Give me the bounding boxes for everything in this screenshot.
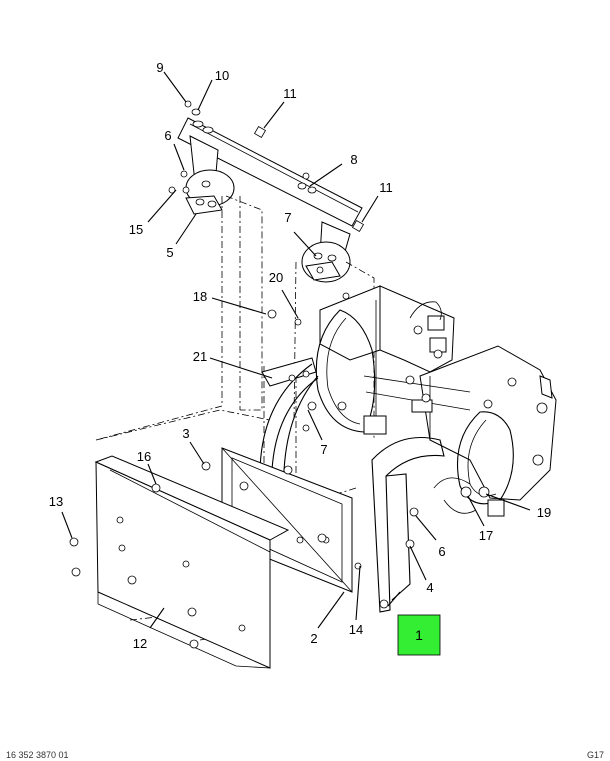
callout-5: 5 xyxy=(166,245,173,260)
callout-8: 8 xyxy=(350,152,357,167)
side-bracket-part-1 xyxy=(371,436,477,613)
callout-1-highlight-box xyxy=(397,614,441,656)
large-panel-part-12 xyxy=(94,455,290,669)
callout-labels: 1 2 3 4 5 6 6 7 7 8 9 10 11 11 12 13 14 … xyxy=(49,60,551,656)
callout-2: 2 xyxy=(310,631,317,646)
loose-fasteners xyxy=(69,100,505,649)
callout-9: 9 xyxy=(156,60,163,75)
callout-15: 15 xyxy=(129,222,143,237)
callout-leader-lines xyxy=(61,71,531,629)
callout-21: 21 xyxy=(193,349,207,364)
callout-17: 17 xyxy=(479,528,493,543)
callout-7-upper: 7 xyxy=(284,210,291,225)
left-mount-plate-part-5 xyxy=(168,169,235,215)
callout-1: 1 xyxy=(415,627,423,643)
callout-19: 19 xyxy=(537,505,551,520)
callout-16: 16 xyxy=(137,449,151,464)
callout-4: 4 xyxy=(426,580,433,595)
callout-14: 14 xyxy=(349,622,363,637)
callout-10: 10 xyxy=(215,68,229,83)
callout-6-lower: 6 xyxy=(438,544,445,559)
callout-11-upper: 11 xyxy=(283,86,297,101)
figure-id-left: 16 352 3870 01 xyxy=(6,750,69,760)
callout-20: 20 xyxy=(269,270,283,285)
callout-13: 13 xyxy=(49,494,63,509)
main-housing-frame xyxy=(315,285,557,505)
callout-6-upper: 6 xyxy=(164,128,171,143)
callout-18: 18 xyxy=(193,289,207,304)
figure-id-right: G17 xyxy=(586,750,604,760)
right-mount-plate-part-7 xyxy=(301,241,351,283)
callout-11-lower: 11 xyxy=(379,180,393,195)
callout-12: 12 xyxy=(133,636,147,651)
callout-7-lower: 7 xyxy=(320,442,327,457)
callout-3: 3 xyxy=(182,426,189,441)
